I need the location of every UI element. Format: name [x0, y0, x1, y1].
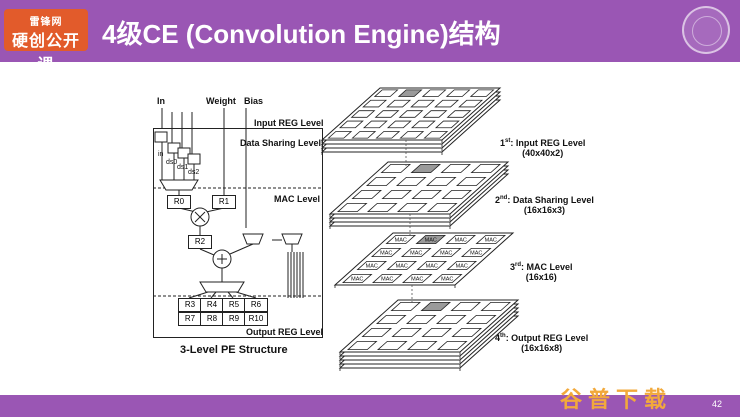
mac-cell-label: MAC [395, 238, 407, 244]
mac-cell-label: MAC [455, 238, 467, 244]
ce-level-3-dims: (16x16) [510, 272, 573, 282]
ce-level-2-label: 2nd: Data Sharing Level (16x16x3) [495, 195, 594, 215]
mac-cell-label: MAC [456, 264, 468, 270]
mac-cell-label: MAC [396, 264, 408, 270]
ce-level-4-label: 4th: Output REG Level (16x16x8) [495, 333, 588, 353]
mac-cell-label: MAC [441, 277, 453, 283]
mac-cell-label: MAC [366, 264, 378, 270]
mac-cell-label: MAC [411, 277, 423, 283]
mac-cell-label: MAC [351, 277, 363, 283]
ce-level-2-dims: (16x16x3) [495, 205, 594, 215]
ce-level-3-label: 3rd: MAC Level (16x16) [510, 262, 573, 282]
mac-cell-label: MAC [380, 251, 392, 257]
mac-cell-label: MAC [485, 238, 497, 244]
ce-level-1-label: 1st: Input REG Level (40x40x2) [500, 138, 585, 158]
mac-cell-label: MAC [470, 251, 482, 257]
ce-level-1-dims: (40x40x2) [500, 148, 585, 158]
mac-cell-label: MAC [381, 277, 393, 283]
mac-cell-label: MAC [426, 264, 438, 270]
mac-cell-label: MAC [425, 238, 437, 244]
watermark-logo: 谷普下载 [560, 382, 690, 410]
mac-cell-label: MAC [440, 251, 452, 257]
mac-cell-label: MAC [410, 251, 422, 257]
ce-level-4-dims: (16x16x8) [495, 343, 588, 353]
page-number: 42 [712, 399, 722, 409]
